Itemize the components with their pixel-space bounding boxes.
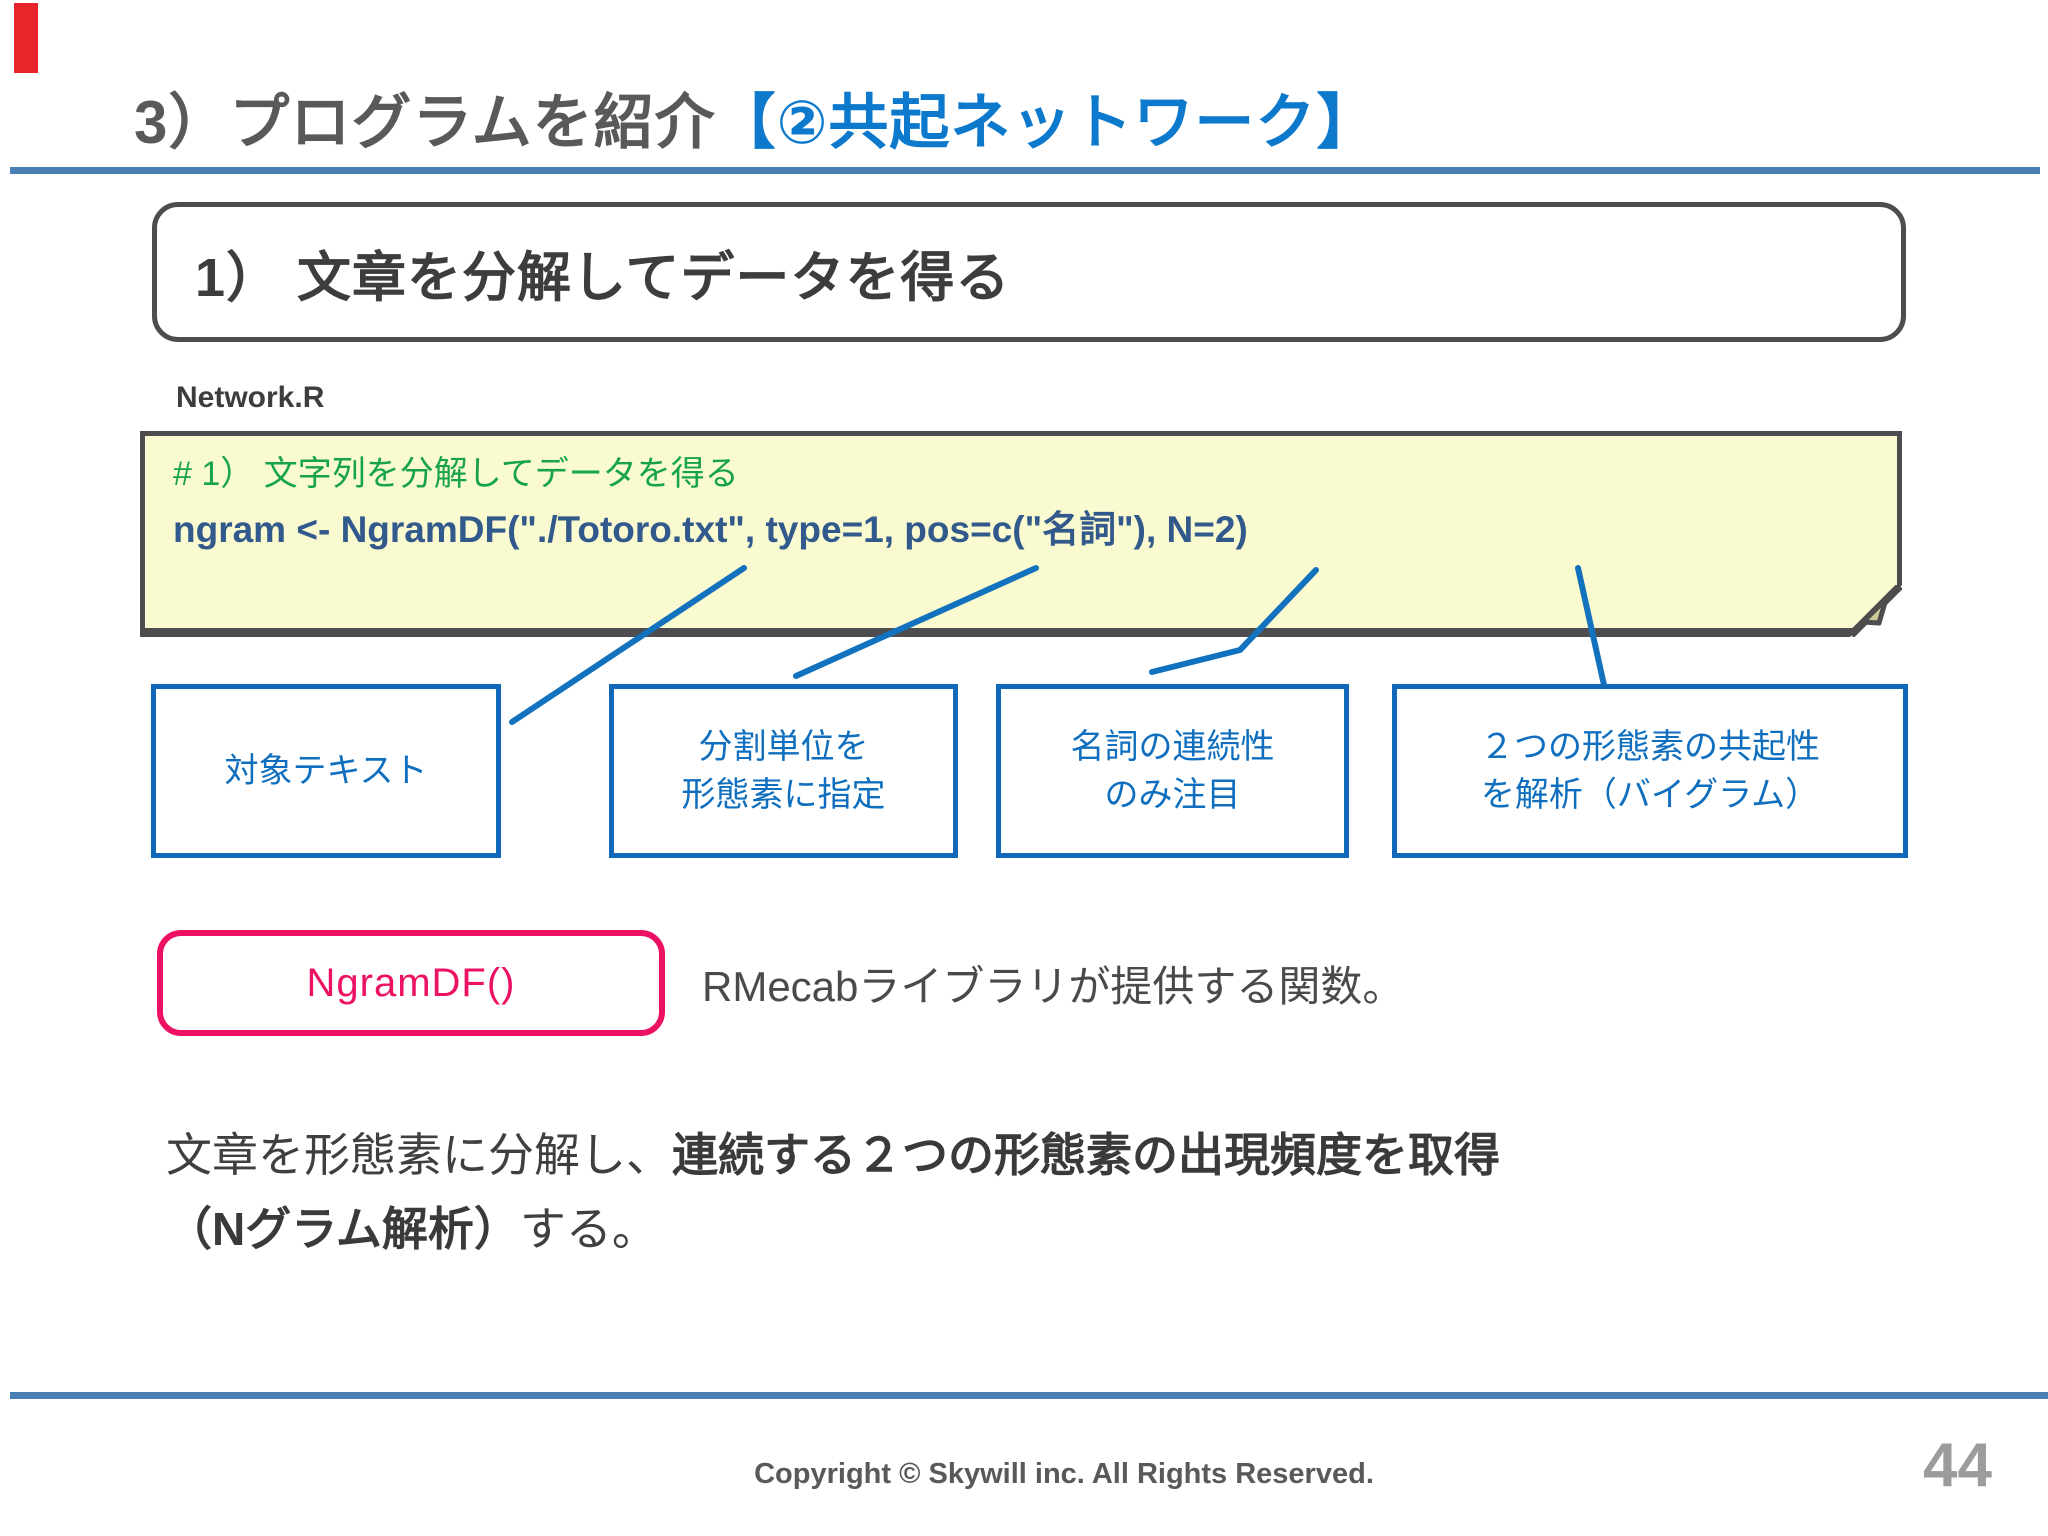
section-header-label: 1） 文章を分解してデータを得る [195, 247, 1011, 308]
callout-bigram: ２つの形態素の共起性 を解析（バイグラム） [1392, 684, 1908, 858]
callout-line: のみ注目 [1104, 776, 1241, 814]
page-title-highlight: 【②共起ネットワーク】 [715, 89, 1378, 156]
body-line2-regular: する。 [519, 1203, 658, 1255]
page-title-text: 3）プログラムを紹介 [134, 89, 716, 156]
function-description: RMecabライブラリが提供する関数。 [702, 962, 1405, 1010]
page-title: 3）プログラムを紹介【②共起ネットワーク】 [134, 74, 1377, 161]
copyright-text: Copyright © Skywill inc. All Rights Rese… [754, 1458, 1374, 1490]
code-line: ngram <- NgramDF("./Totoro.txt", type=1,… [173, 509, 1248, 550]
callout-line: ２つの形態素の共起性 [1480, 728, 1820, 766]
callout-split-unit: 分割単位を 形態素に指定 [609, 684, 958, 858]
body-text: 文章を形態素に分解し、連続する２つの形態素の出現頻度を取得 （Nグラム解析）する… [166, 1118, 1500, 1266]
function-badge-label: NgramDF() [306, 960, 516, 1005]
script-filename-label: Network.R [176, 381, 325, 414]
page-number: 44 [1923, 1431, 1992, 1500]
body-line-2: （Nグラム解析）する。 [166, 1192, 1500, 1266]
function-badge: NgramDF() [157, 930, 665, 1036]
corner-red-tab [14, 3, 38, 73]
section-header-box: 1） 文章を分解してデータを得る [152, 202, 1906, 342]
callout-line: 対象テキスト [224, 752, 428, 790]
title-divider-line [10, 167, 2040, 174]
callout-line: 分割単位を [698, 728, 869, 766]
callout-line: 名詞の連続性 [1070, 728, 1275, 766]
body-line-1: 文章を形態素に分解し、連続する２つの形態素の出現頻度を取得 [166, 1118, 1500, 1192]
folded-corner-icon [1850, 585, 1902, 637]
code-comment: # 1） 文字列を分解してデータを得る [173, 455, 739, 493]
callout-target-text: 対象テキスト [151, 684, 501, 858]
code-note-box: # 1） 文字列を分解してデータを得る ngram <- NgramDF("./… [140, 431, 1902, 637]
body-line1-regular: 文章を形態素に分解し、 [166, 1129, 672, 1181]
body-line1-bold: 連続する２つの形態素の出現頻度を取得 [672, 1129, 1500, 1181]
footer-divider-line [10, 1392, 2048, 1399]
callout-line: 形態素に指定 [681, 776, 886, 814]
callout-noun-continuity: 名詞の連続性 のみ注目 [996, 684, 1349, 858]
callout-line: を解析（バイグラム） [1480, 776, 1820, 814]
body-line2-bold: （Nグラム解析） [166, 1203, 520, 1255]
code-block: # 1） 文字列を分解してデータを得る ngram <- NgramDF("./… [173, 450, 1869, 558]
